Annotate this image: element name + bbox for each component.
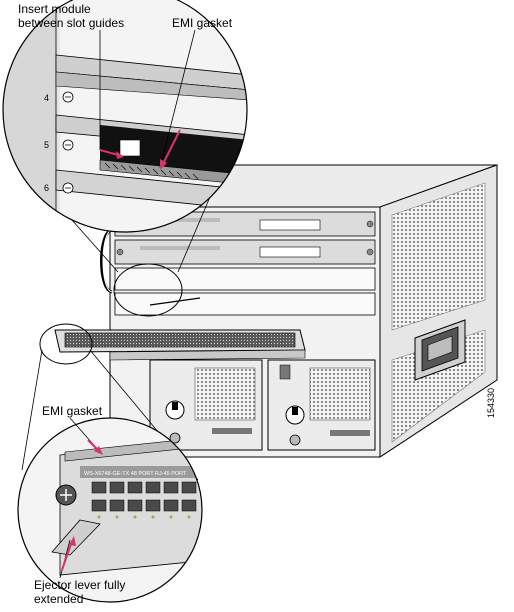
- emi-gasket-top-callout: EMI gasket: [172, 16, 232, 30]
- empty-slot-3: [114, 267, 376, 291]
- power-supply-right: [267, 359, 376, 451]
- emi-gasket-top-leader: [159, 29, 196, 170]
- bottom-magnifier: WS-X6748-GE-TX 48 PORT RJ-45 PORT: [17, 417, 203, 603]
- power-supply-left: [149, 359, 263, 451]
- emi-gasket-top-label: EMI gasket: [172, 16, 233, 30]
- module-slot-2: [114, 239, 376, 265]
- slot-number-6: 6: [44, 183, 49, 193]
- rj45-ports: [91, 481, 197, 512]
- figure-id: 154330: [486, 387, 496, 418]
- top-detail-focus: [113, 263, 183, 317]
- insert-module-leader: [99, 30, 124, 159]
- slot-number-5: 5: [44, 140, 49, 150]
- ejector-line2: extended: [34, 592, 84, 606]
- ejector-lever-callout: Ejector lever fully extended: [34, 578, 125, 606]
- emi-gasket-bottom-callout: EMI gasket: [42, 404, 102, 418]
- bottom-detail-focus: [39, 323, 93, 365]
- module-slot-1: [114, 211, 376, 237]
- side-vent-upper: [391, 182, 486, 331]
- slot-number-4: 4: [44, 93, 49, 103]
- insert-module-callout: Insert module between slot guides: [18, 2, 124, 30]
- insert-module-line2: between slot guides: [18, 16, 125, 30]
- side-handle: [414, 319, 466, 381]
- emi-gasket-bottom-label: EMI gasket: [42, 404, 103, 418]
- module-being-inserted: [54, 329, 306, 361]
- module-label: WS-X6748-GE-TX 48 PORT RJ-45 PORT: [84, 471, 187, 477]
- insert-module-line1: Insert module: [18, 2, 91, 16]
- ejector-line1: Ejector lever fully: [34, 578, 126, 592]
- ejector-lever-leader: [59, 536, 76, 579]
- ejector-lever: [51, 519, 101, 556]
- empty-slot-4: [114, 292, 376, 316]
- top-magnifier: 4 5 6: [2, 0, 248, 233]
- emi-gasket-bottom-leader: [69, 417, 103, 455]
